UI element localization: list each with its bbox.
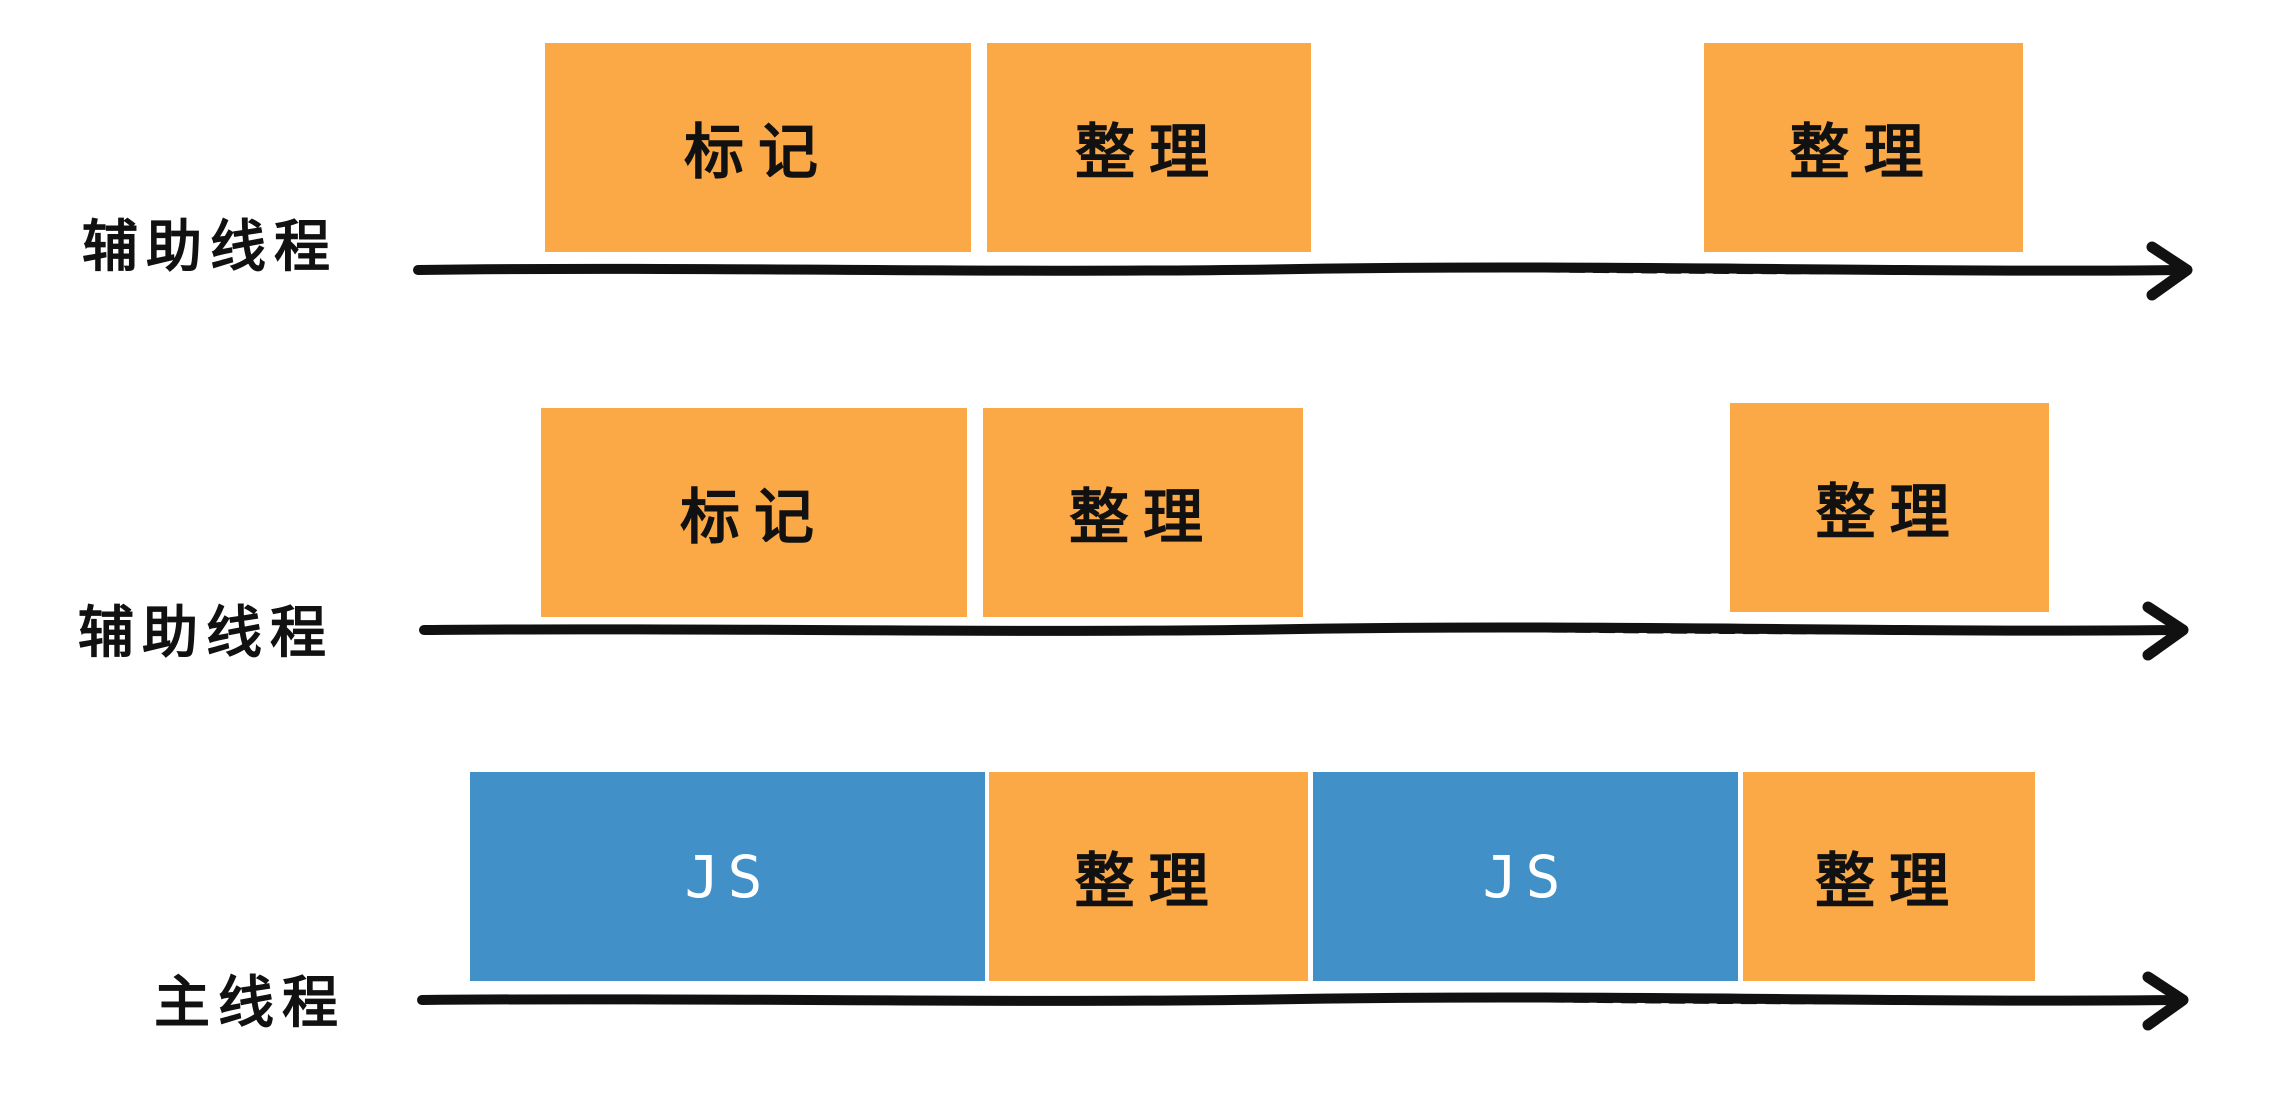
block-label: 标记 [680,483,828,553]
block-compact: 整理 [989,772,1308,981]
block-label: 整理 [1815,847,1963,917]
block-js: JS [470,772,985,981]
lane-label-helper-1: 辅助线程 [82,215,338,280]
block-label: 标记 [684,118,832,188]
block-label: 整理 [1075,118,1223,188]
block-mark: 标记 [545,43,971,252]
block-label: 整理 [1069,483,1217,553]
block-compact: 整理 [987,43,1311,252]
lane-label-main: 主线程 [154,971,346,1036]
block-compact: 整理 [1743,772,2035,981]
block-compact: 整理 [1730,403,2049,612]
block-mark: 标记 [541,408,967,617]
lane-label-helper-2: 辅助线程 [78,601,334,666]
block-label: JS [684,842,771,911]
block-label: 整理 [1074,847,1223,917]
block-compact: 整理 [983,408,1303,617]
block-label: JS [1482,842,1569,911]
block-compact: 整理 [1704,43,2023,252]
block-label: 整理 [1789,118,1938,188]
block-js: JS [1313,772,1738,981]
block-label: 整理 [1815,478,1964,548]
